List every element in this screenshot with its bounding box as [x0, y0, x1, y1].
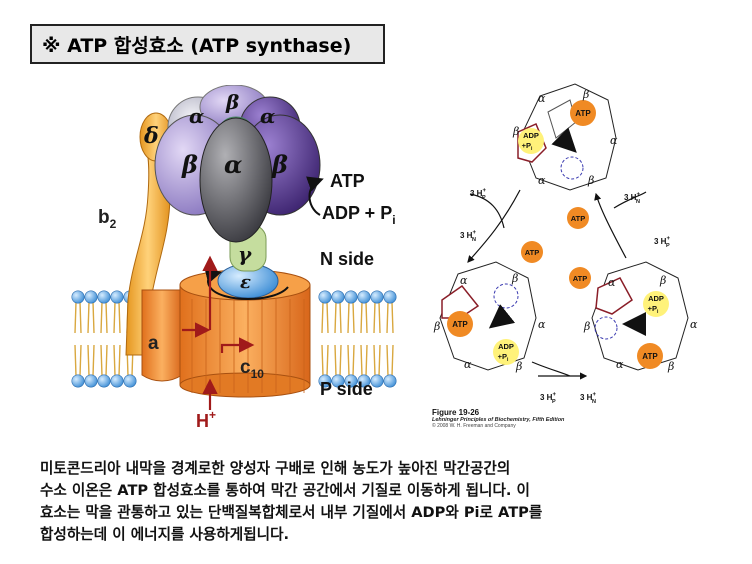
atp-label: ATP [330, 171, 365, 191]
atp-synthase-structure-figure: δ α β α β α β γ ε b2 a c10 ATP ADP + Pi … [71, 85, 397, 430]
adp-ball-br [643, 291, 669, 317]
alpha-bl-3: α [464, 358, 472, 371]
alpha-top-3: α [538, 174, 546, 187]
beta-bl-2: β [433, 320, 440, 333]
h-p-label-bottom: 3 H+P [540, 392, 556, 405]
body-text: 미토콘드리아 내막을 경계로한 양성자 구배로 인해 농도가 높아진 막간공간의… [40, 458, 720, 546]
gamma-label: γ [238, 242, 252, 266]
figure-caption-title: Figure 19-26 [432, 408, 480, 417]
h-p-label-right: 3 H+P [654, 236, 670, 249]
h-n-label-left: 3 H+N [460, 230, 476, 243]
h-n-label-bottom: 3 H+N [580, 392, 596, 405]
beta-bl-3: β [515, 360, 522, 373]
body-text-line-1: 미토콘드리아 내막을 경계로한 양성자 구배로 인해 농도가 높아진 막간공간의 [40, 460, 511, 477]
beta-label-left: β [181, 150, 198, 179]
c10-label: c10 [240, 357, 264, 381]
beta-bl-1: β [511, 272, 518, 285]
adp-pi-label: ADP + Pi [322, 203, 396, 227]
beta-top-2: β [512, 125, 519, 138]
alpha-br-1: α [608, 276, 616, 289]
beta-br-1: β [659, 274, 666, 287]
a-label: a [148, 333, 159, 354]
atp-center-label: ATP [571, 214, 585, 223]
alpha-label-top-right: α [260, 104, 275, 128]
atp-synthesis-arrow [306, 176, 324, 216]
beta-br-3: β [667, 360, 674, 373]
h-n-label-top-right: 3 H+N [624, 192, 640, 205]
atp-right-label: ATP [573, 274, 587, 283]
atp-ball-top [570, 100, 596, 126]
alpha-label-top: α [189, 104, 204, 128]
atp-ball-left [521, 241, 543, 263]
adp-ball-top [518, 128, 544, 154]
adp-ball-bl [493, 339, 519, 365]
b2-label: b2 [98, 207, 117, 231]
alpha-label-center: α [224, 150, 242, 179]
figure-caption-book: Lehninger Principles of Biochemistry, Fi… [432, 417, 565, 423]
hexamer-bottom-right [591, 261, 689, 371]
atp-ball-center [567, 207, 589, 229]
atp-left-label: ATP [525, 248, 539, 257]
proton-path [182, 255, 255, 410]
body-text-line-3: 효소는 막을 관통하고 있는 단백질복합체로서 내부 기질에서 ADP와 Pi로… [40, 504, 543, 521]
alpha-br-3: α [616, 358, 624, 371]
rotation-arrow [209, 286, 289, 300]
beta-label-top: β [225, 90, 239, 114]
adp-br-label: ADP [648, 294, 664, 303]
alpha-top-2: α [610, 134, 618, 147]
membrane-lipid-tails [74, 301, 394, 377]
alpha-bl-2: α [538, 318, 546, 331]
p-side-label: P side [320, 379, 373, 399]
alpha-br-2: α [690, 318, 698, 331]
atp-ball-br [637, 343, 663, 369]
pi-br-label: +Pi [648, 304, 659, 315]
alpha-top-1: α [538, 92, 546, 105]
atp-br-label: ATP [642, 352, 658, 361]
beta-label-right: β [271, 150, 288, 179]
pi-top-label: +Pi [522, 141, 533, 152]
h-p-label-top-left: 3 H+P [470, 188, 486, 201]
cycle-arrows [467, 189, 647, 380]
epsilon-label: ε [240, 272, 251, 293]
h-plus-label: H+ [196, 408, 216, 430]
adp-bl-label: ADP [498, 342, 514, 351]
alpha3-beta3-hexamer [154, 85, 321, 243]
pi-bl-label: +Pi [498, 352, 509, 363]
adp-top-label: ADP [523, 131, 539, 140]
slide-title: ※ ATP 합성효소 (ATP synthase) [30, 24, 385, 64]
beta-top-1: β [582, 88, 589, 101]
membrane-lipid-heads [71, 290, 397, 388]
body-text-line-4: 합성하는데 이 에너지를 사용하게됩니다. [40, 526, 290, 543]
atp-ball-right [569, 267, 591, 289]
body-text-line-2: 수소 이온은 ATP 합성효소를 통하여 막간 공간에서 기질로 이동하게 됩니… [40, 482, 530, 499]
atp-ball-bl [447, 311, 473, 337]
beta-br-2: β [583, 320, 590, 333]
beta-top-3: β [587, 174, 594, 187]
delta-label: δ [143, 123, 159, 149]
figure-caption: Figure 19-26 Lehninger Principles of Bio… [432, 408, 564, 429]
binding-change-mechanism-figure: ATP ADP +Pi α β α β α β ATP ADP +Pi α β … [433, 83, 698, 405]
atp-top-label: ATP [575, 109, 591, 118]
atp-bl-label: ATP [452, 320, 468, 329]
n-side-label: N side [320, 249, 374, 269]
alpha-bl-1: α [460, 274, 468, 287]
figure-caption-copyright: © 2008 W. H. Freeman and Company [432, 423, 516, 429]
